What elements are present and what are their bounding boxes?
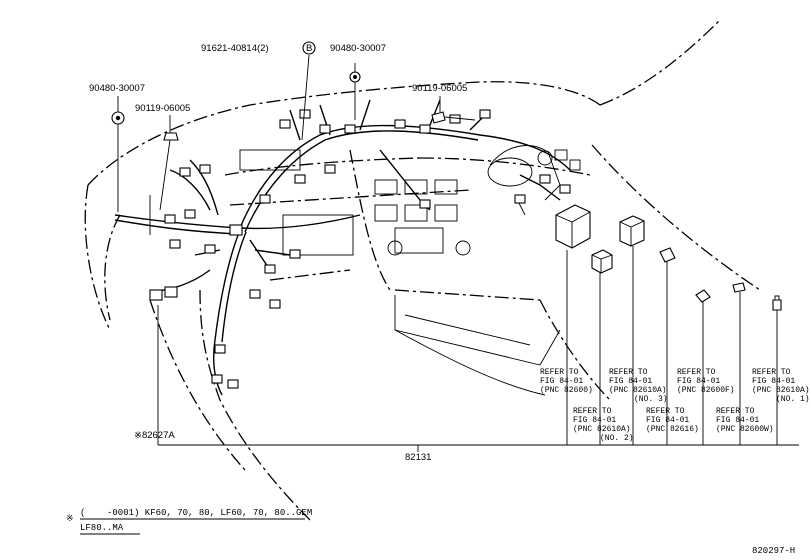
refer-note-3-line1: REFER TO xyxy=(609,368,648,377)
refer-note-6-line2: FIG 84-01 xyxy=(716,416,759,425)
figure-id: 820297-H xyxy=(752,546,795,556)
refer-note-4: REFER TO FIG 84-01 (PNC 82616) xyxy=(646,407,699,434)
refer-note-3-line4: (NO. 3) xyxy=(634,395,668,404)
refer-note-7-line2: FIG 84-01 xyxy=(752,377,795,386)
dashboard-panel xyxy=(239,145,581,256)
refer-note-5-line1: REFER TO xyxy=(677,368,716,377)
footnote-line1: ( -0001) KF60, 70, 80, LF60, 70, 80..GEM xyxy=(80,508,312,518)
refer-note-1: REFER TO FIG 84-01 (PNC 82600) xyxy=(540,368,593,395)
separate-components xyxy=(555,204,782,311)
refer-note-1-line2: FIG 84-01 xyxy=(540,377,583,386)
harness-connectors xyxy=(149,109,571,389)
refer-note-2: REFER TO FIG 84-01 (PNC 82610A) (NO. 2) xyxy=(573,407,634,443)
refer-note-4-line3: (PNC 82616) xyxy=(646,425,699,434)
refer-note-5-line3: (PNC 82600F) xyxy=(677,386,735,395)
refer-note-2-line1: REFER TO xyxy=(573,407,612,416)
refer-note-1-line3: (PNC 82600) xyxy=(540,386,593,395)
footnote-line2: LF80..MA xyxy=(80,523,124,533)
refer-note-2-line2: FIG 84-01 xyxy=(573,416,616,425)
refer-note-3-line3: (PNC 82610A) xyxy=(609,386,667,395)
refer-note-4-line1: REFER TO xyxy=(646,407,685,416)
clip-right xyxy=(431,96,476,124)
refer-note-6-line1: REFER TO xyxy=(716,407,755,416)
refer-note-6: REFER TO FIG 84-01 (PNC 82600W) xyxy=(716,407,774,434)
grommet-top xyxy=(349,63,361,120)
callout-harness-main: 82131 xyxy=(405,452,431,463)
footnote-mark: ※ xyxy=(66,514,74,524)
callout-grommet-left: 90480-30007 xyxy=(89,83,145,94)
refer-note-6-line3: (PNC 82600W) xyxy=(716,425,774,434)
clamp-b-letter: B xyxy=(306,43,312,54)
callout-clip-left: 90119-06005 xyxy=(135,103,190,114)
refer-note-7: REFER TO FIG 84-01 (PNC 82610A) (NO. 1) xyxy=(752,368,810,404)
refer-note-5: REFER TO FIG 84-01 (PNC 82600F) xyxy=(677,368,735,395)
main-harness xyxy=(114,99,571,396)
refer-note-2-line4: (NO. 2) xyxy=(600,434,634,443)
vehicle-body-outline xyxy=(84,19,761,521)
refer-note-3-line2: FIG 84-01 xyxy=(609,377,652,386)
clip-left xyxy=(149,115,179,235)
refer-note-7-line1: REFER TO xyxy=(752,368,791,377)
refer-note-7-line3: (PNC 82610A) xyxy=(752,386,810,395)
harness-bracket xyxy=(157,246,799,452)
grommet-left xyxy=(111,96,125,212)
refer-note-3: REFER TO FIG 84-01 (PNC 82610A) (NO. 3) xyxy=(609,368,668,404)
callout-clamp-b-part: 91621-40814(2) xyxy=(201,43,269,54)
footnote: ※ ( -0001) KF60, 70, 80, LF60, 70, 80..G… xyxy=(66,508,312,535)
clamp-b: B xyxy=(301,41,316,141)
callout-clip-right: 90119-06005 xyxy=(412,83,467,94)
callout-harness-sub: ※82627A xyxy=(134,430,175,441)
refer-note-4-line2: FIG 84-01 xyxy=(646,416,689,425)
refer-note-5-line2: FIG 84-01 xyxy=(677,377,720,386)
callout-grommet-top: 90480-30007 xyxy=(330,43,386,54)
refer-note-7-line4: (NO. 1) xyxy=(776,395,810,404)
refer-note-2-line3: (PNC 82610A) xyxy=(573,425,631,434)
refer-note-1-line1: REFER TO xyxy=(540,368,579,377)
